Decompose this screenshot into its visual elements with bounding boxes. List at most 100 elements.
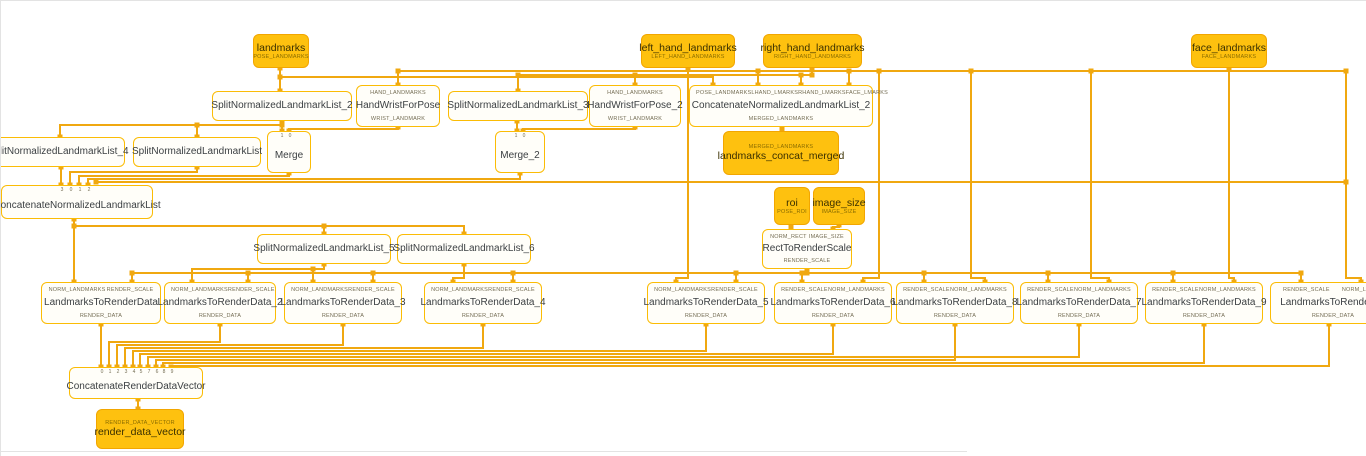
wire (108, 324, 221, 367)
port-number: 2 (116, 369, 120, 375)
wire (1345, 71, 1362, 282)
wire-endpoint (517, 170, 523, 176)
wire-endpoint (809, 72, 815, 78)
node-title: image_size (812, 197, 866, 209)
output-port-label: MERGED_LANDMARKS (748, 116, 814, 122)
node-split-normalized-landmark-list[interactable]: SplitNormalizedLandmarkList (132, 137, 262, 167)
stream-sublabel: POSE_ROI (777, 209, 807, 215)
wire-endpoint (1343, 179, 1349, 185)
wire-endpoint (71, 216, 77, 222)
wire-endpoint (129, 270, 135, 276)
input-port-label: NORM_LANDMARKS (1073, 287, 1131, 293)
node-title: left_hand_landmarks (639, 42, 737, 54)
wire-endpoint (1226, 65, 1232, 71)
wire-endpoint (632, 72, 638, 78)
node-split-normalized-landmark-list-2[interactable]: SplitNormalizedLandmarkList_2 (211, 91, 353, 121)
node-title: render_data_vector (94, 426, 186, 438)
node-split-normalized-landmark-list-5[interactable]: SplitNormalizedLandmarkList_5 (253, 234, 395, 264)
wire-endpoint (245, 270, 251, 276)
wire-endpoint (1170, 270, 1176, 276)
node-title: roi (786, 197, 798, 209)
node-title: SplitNormalizedLandmarkList_6 (393, 243, 535, 254)
port-number: 3 (124, 369, 128, 375)
wire-endpoint (194, 164, 200, 170)
port-number: 8 (162, 369, 166, 375)
input-port-label: NORM_LANDMARKS (291, 287, 348, 293)
wire-endpoint (779, 124, 785, 130)
node-title: ConcatenateNormalizedLandmarkList (0, 200, 161, 211)
node-title: right_hand_landmarks (760, 42, 865, 54)
input-port-label: HAND_LANDMARKS (370, 90, 426, 96)
output-port-label-row: RENDER_DATA (650, 313, 762, 319)
wire (87, 173, 521, 185)
output-port-label-row: RENDER_DATA (427, 313, 539, 319)
wire-endpoint (876, 68, 882, 74)
input-port-label: RENDER_SCALE (903, 287, 950, 293)
input-port-label: RENDER_SCALE (227, 287, 275, 293)
input-port-label: NORM_LANDMARKS (171, 287, 228, 293)
port-number: 0 (100, 369, 104, 375)
wire-endpoint (836, 222, 842, 228)
stream-sublabel: POSE_LANDMARKS (253, 54, 309, 60)
wire-endpoint (1076, 321, 1082, 327)
wire-endpoint (279, 122, 285, 128)
input-port-label: NORM_LANDMARKS (827, 287, 885, 293)
port-number: 1 (108, 369, 112, 375)
wire-endpoint (1201, 321, 1207, 327)
node-title: LandmarksToRenderData_8 (892, 297, 1018, 308)
node-landmarks-to-render-data-clipped[interactable]: RENDER_SCALENORM_LANDMLandmarksToRenderD… (1270, 282, 1366, 324)
node-split-normalized-landmark-list-3[interactable]: SplitNormalizedLandmarkList_3 (447, 91, 589, 121)
wire-endpoint (340, 321, 346, 327)
node-title: LandmarksToRenderData_7 (1016, 297, 1142, 308)
wire-endpoint (1298, 270, 1304, 276)
wire-endpoint (395, 124, 401, 130)
wire-endpoint (788, 222, 794, 228)
port-number: 1 (280, 133, 284, 139)
node-split-normalized-landmark-list-4[interactable]: SplitNormalizedLandmarkList_4 (1, 137, 129, 167)
input-port-label: NORM_LANDMARKS (949, 287, 1007, 293)
input-port-label: POSE_LANDMARKS (696, 90, 752, 96)
wire-endpoint (968, 68, 974, 74)
node-title: LandmarksToRenderData_2 (157, 297, 283, 308)
wire-endpoint (514, 118, 520, 124)
wire-endpoint (510, 270, 516, 276)
wire-endpoint (830, 321, 836, 327)
input-port-label: RENDER_SCALE (711, 287, 758, 293)
node-split-normalized-landmark-list-6[interactable]: SplitNormalizedLandmarkList_6 (393, 234, 535, 264)
input-port-label: NORM_LANDMARKS (431, 287, 488, 293)
wire-endpoint (286, 170, 292, 176)
output-port-label: RENDER_DATA (811, 313, 855, 319)
output-port-label-row: RENDER_DATA (1148, 313, 1260, 319)
